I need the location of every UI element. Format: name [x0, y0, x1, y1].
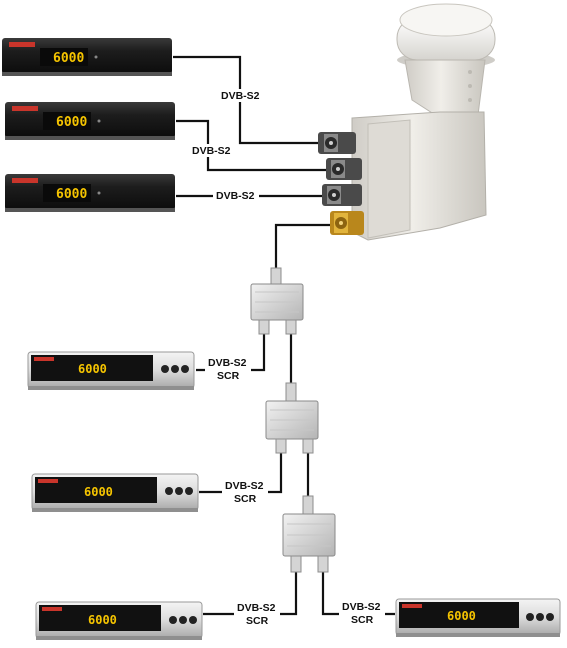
receiver-display: 6000: [447, 609, 476, 623]
label-scr-2-line2: SCR: [234, 493, 257, 505]
receiver-display: 6000: [56, 115, 87, 130]
label-scr-4-line1: DVB-S2: [342, 601, 381, 613]
link-labels: DVB-S2 DVB-S2 DVB-S2 DVB-S2 SCR DVB-S2 S…: [189, 89, 385, 628]
receiver-display: 6000: [88, 613, 117, 627]
label-scr-1-line2: SCR: [217, 370, 240, 382]
receiver-display: 6000: [84, 485, 113, 499]
cable-lnb-splitter1: [274, 223, 333, 272]
label-scr-4-line2: SCR: [351, 614, 374, 626]
receiver-silver-2: 6000: [31, 473, 199, 512]
receiver-silver-1: 6000: [27, 351, 195, 390]
receiver-silver-4: 6000: [395, 598, 561, 637]
splitter-1: [250, 267, 304, 335]
lnb: [318, 3, 496, 241]
receiver-display: 6000: [56, 187, 87, 202]
label-link-2: DVB-S2: [192, 145, 231, 157]
lnb-output-2: [326, 158, 362, 180]
label-scr-1-line1: DVB-S2: [208, 357, 247, 369]
receiver-black-2: 6000: [5, 102, 175, 140]
label-scr-2-line1: DVB-S2: [225, 480, 264, 492]
splitter-3: [282, 495, 336, 573]
label-scr-3-line2: SCR: [246, 615, 269, 627]
label-scr-3-line1: DVB-S2: [237, 602, 276, 614]
lnb-output-scr: [330, 211, 364, 235]
label-link-1: DVB-S2: [221, 90, 260, 102]
lnb-feedhorn: [399, 3, 493, 37]
receiver-silver-3: 6000: [35, 601, 203, 640]
splitter-2: [265, 382, 319, 454]
lnb-output-1: [318, 132, 356, 154]
receiver-display: 6000: [53, 51, 84, 66]
receiver-black-1: 6000: [2, 38, 172, 76]
receiver-display: 6000: [78, 362, 107, 376]
lnb-output-3: [322, 184, 362, 206]
label-link-3: DVB-S2: [216, 190, 255, 202]
receiver-black-3: 6000: [5, 174, 175, 212]
